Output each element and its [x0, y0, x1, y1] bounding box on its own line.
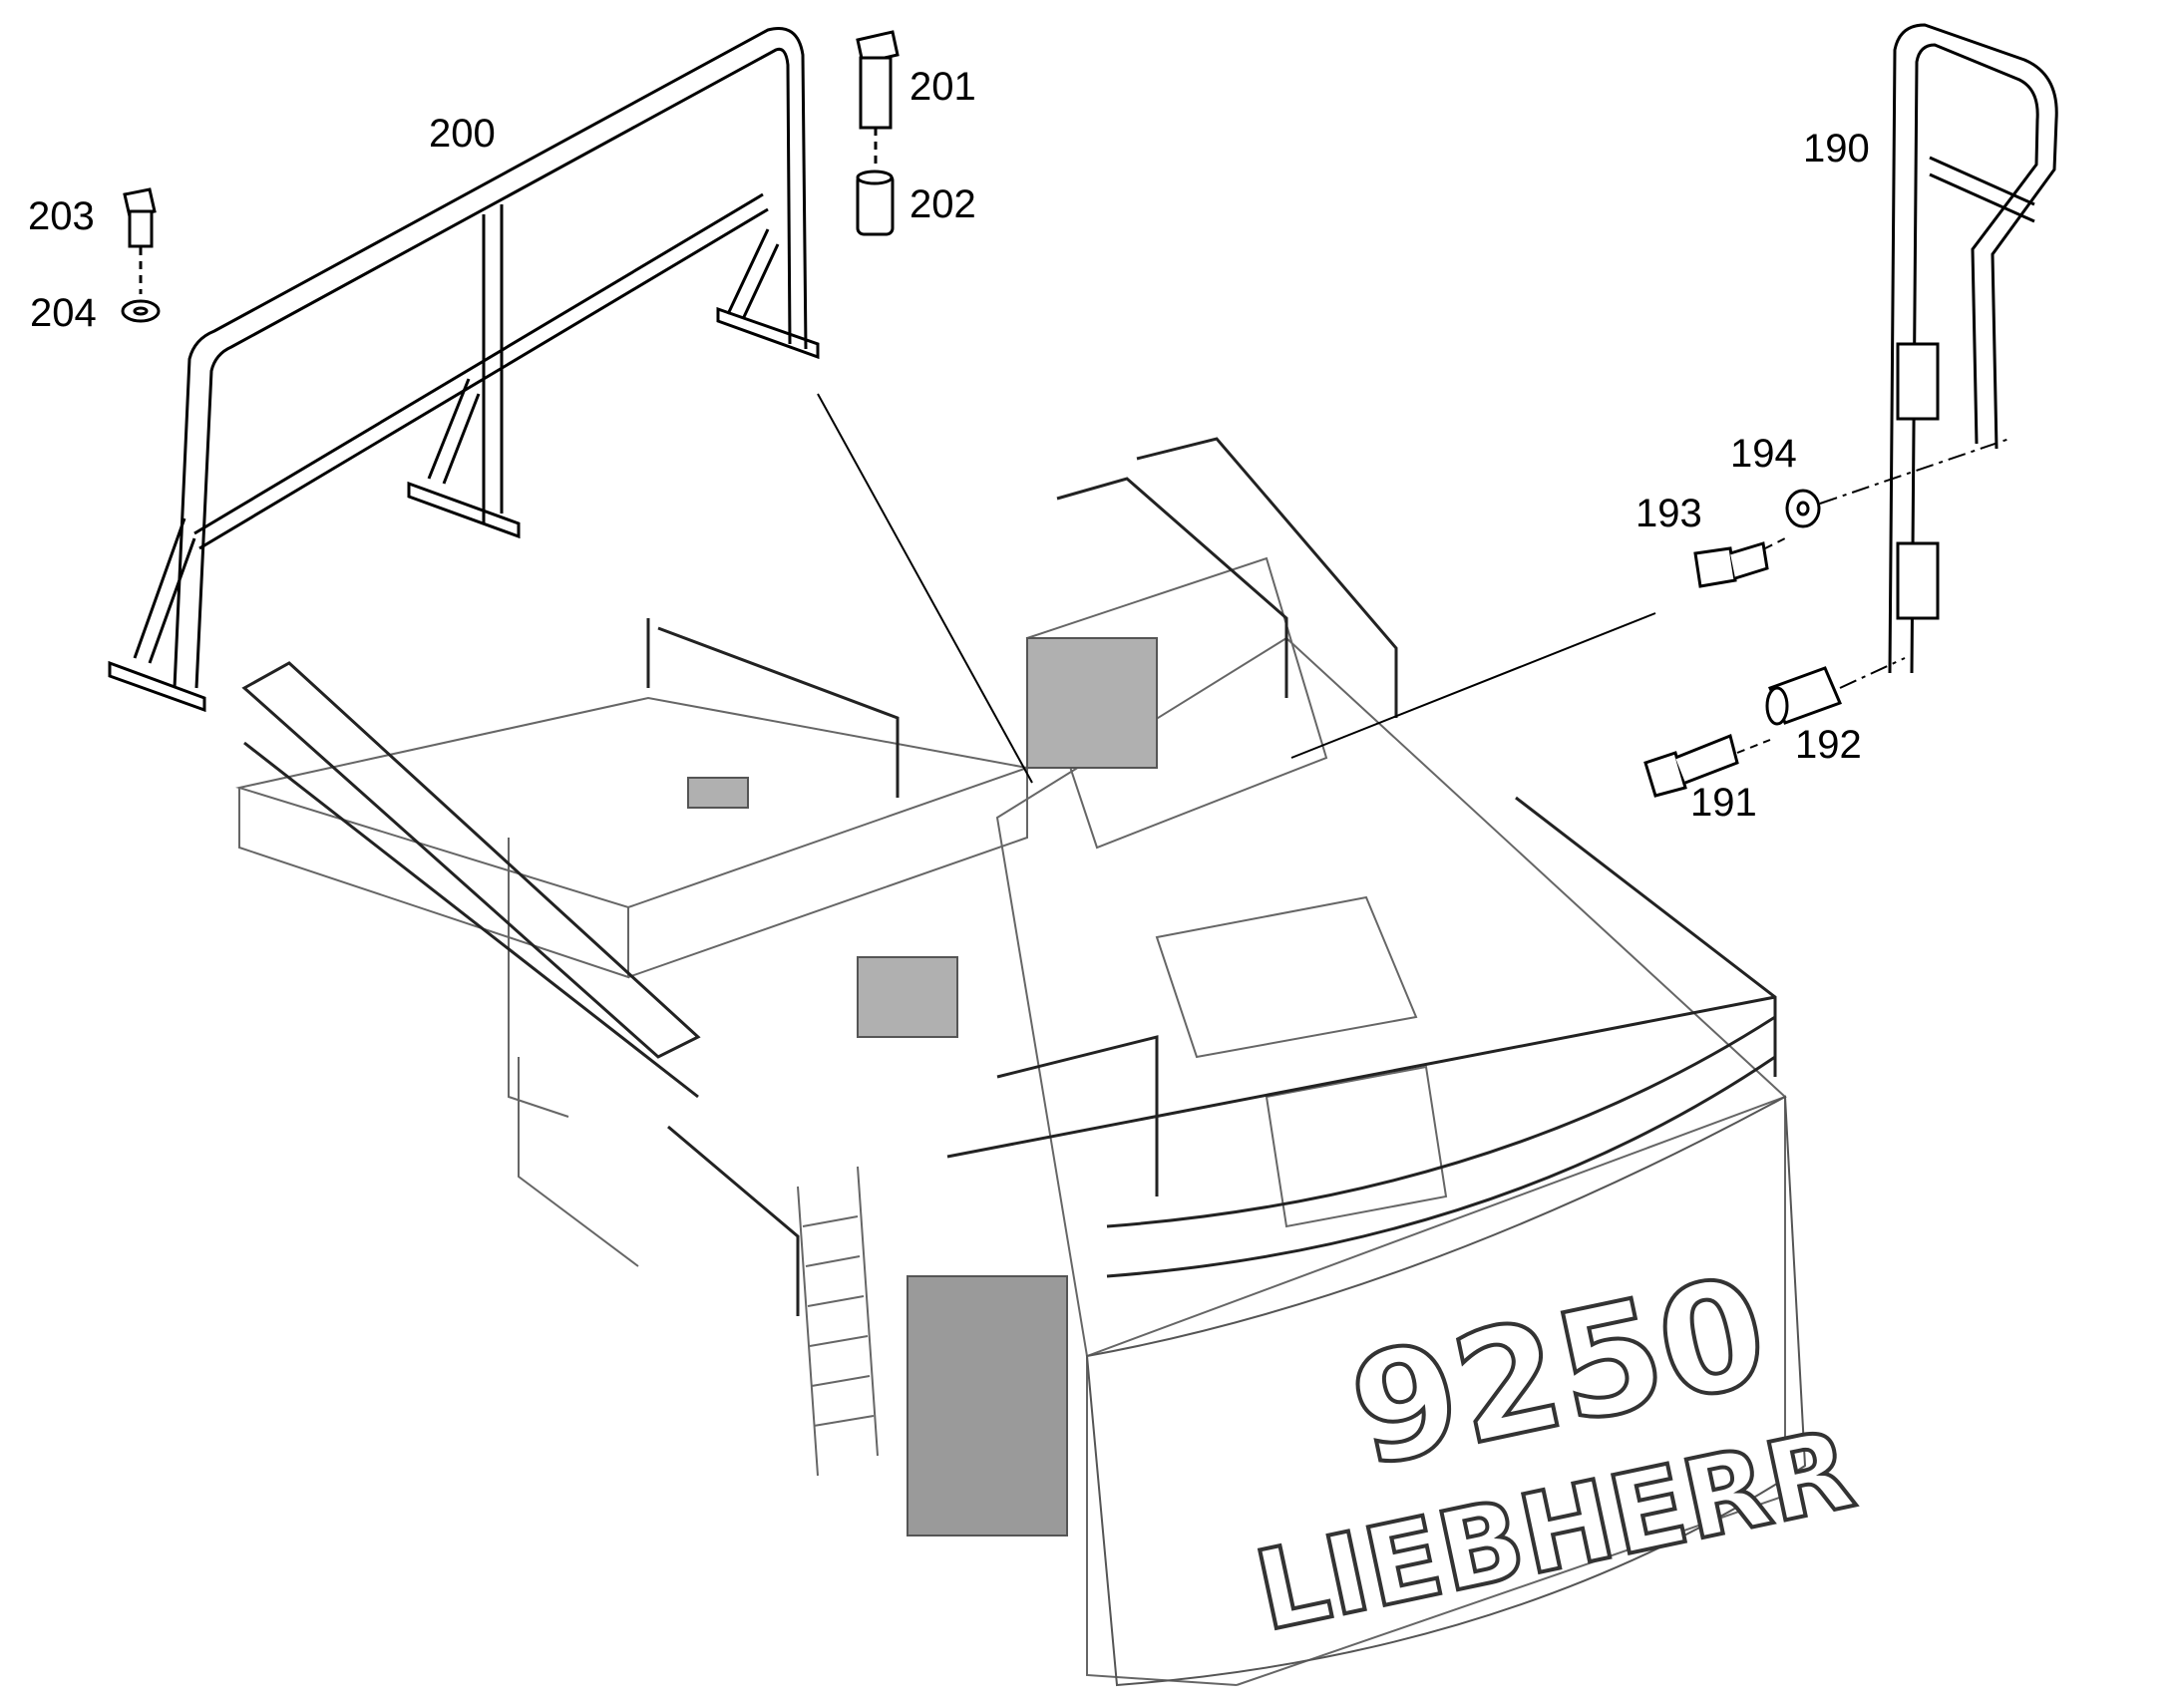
- callout-190: 190: [1803, 127, 1870, 171]
- callout-191: 191: [1690, 781, 1757, 825]
- callout-194: 194: [1730, 432, 1797, 476]
- callout-203: 203: [28, 194, 95, 238]
- counterweight: [1085, 1095, 1807, 1687]
- callout-192: 192: [1795, 723, 1862, 767]
- bolt-part-193: [1693, 541, 1769, 588]
- machine-upper-deck: [235, 556, 1807, 1687]
- bolt-part-203: [123, 187, 157, 294]
- washer-part-204: [121, 299, 161, 323]
- leader-lines: [817, 393, 2010, 784]
- callout-202: 202: [909, 182, 976, 226]
- callout-193: 193: [1635, 492, 1702, 535]
- radiator-grille: [907, 1275, 1068, 1537]
- washer-part-194: [1785, 489, 1821, 528]
- bolt-part-201: [856, 30, 900, 170]
- callout-201: 201: [909, 65, 976, 109]
- machine-handrails: [241, 437, 1777, 1316]
- handrail-part-200: [108, 27, 820, 713]
- callout-200: 200: [429, 112, 496, 156]
- spacer-part-202: [856, 170, 895, 236]
- callout-204: 204: [30, 291, 97, 335]
- bolt-part-191: [1643, 733, 1739, 798]
- handrail-part-190: [1888, 23, 2058, 674]
- spacer-part-192: [1765, 666, 1843, 726]
